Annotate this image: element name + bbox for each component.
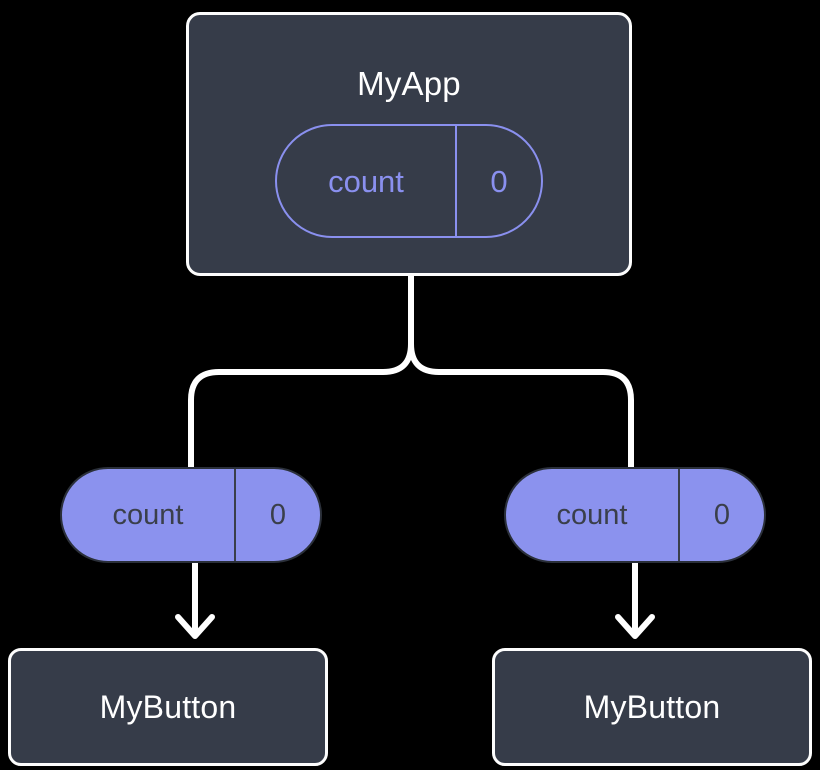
child-right-node-mybutton[interactable]: MyButton	[492, 648, 812, 766]
connector-root-to-left	[188, 273, 414, 470]
child-right-node-title: MyButton	[583, 689, 721, 725]
child-left-node-title: MyButton	[99, 689, 237, 725]
child-left-state-pill[interactable]: count 0	[60, 467, 322, 563]
root-node-title: MyApp	[357, 65, 461, 102]
root-state-pill-key: count	[328, 163, 404, 199]
child-left-state-pill-value: 0	[234, 469, 320, 561]
connector-root-to-right	[408, 273, 634, 470]
root-state-pill[interactable]: count 0	[275, 124, 543, 238]
child-left-state-pill-key: count	[112, 498, 184, 531]
child-right-state-pill[interactable]: count 0	[504, 467, 766, 563]
arrowhead-right-icon	[615, 614, 655, 639]
child-right-state-pill-value: 0	[678, 469, 764, 561]
arrowhead-left-icon	[175, 614, 215, 639]
root-state-pill-value: 0	[455, 126, 541, 236]
child-left-node-mybutton[interactable]: MyButton	[8, 648, 328, 766]
child-right-state-pill-key: count	[556, 498, 628, 531]
